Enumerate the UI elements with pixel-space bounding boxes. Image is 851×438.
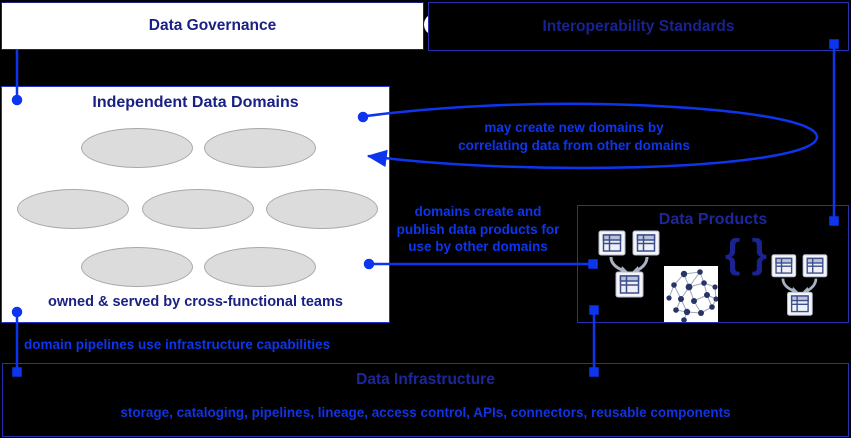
tables-merge-icon: [598, 230, 660, 298]
domain-ellipse: [142, 189, 254, 229]
data-governance-box: Data Governance: [1, 2, 424, 50]
domain-ellipse: [204, 247, 316, 287]
domain-ellipse: [266, 189, 378, 229]
independent-data-domains-title: Independent Data Domains: [92, 94, 299, 111]
publish-annotation-line3: use by other domains: [408, 239, 548, 254]
interoperability-standards-box: Interoperability Standards: [428, 2, 849, 51]
data-products-title: Data Products: [658, 211, 768, 228]
curly-braces-icon: { }: [724, 232, 768, 276]
pipelines-annotation: domain pipelines use infrastructure capa…: [24, 337, 331, 352]
standards-products-connector: [829, 39, 839, 226]
correlate-annotation: may create new domains by correlating da…: [444, 119, 704, 155]
infrastructure-capabilities: storage, cataloging, pipelines, lineage,…: [120, 405, 731, 420]
domain-ellipse: [17, 189, 129, 229]
tables-merge-icon: [771, 254, 828, 316]
publish-annotation-line2: publish data products for: [396, 221, 560, 237]
domain-ellipse: [81, 128, 193, 168]
correlate-annotation-line1: may create new domains by: [484, 120, 664, 135]
network-graph-icon: [664, 266, 718, 322]
publish-annotation-line1: domains create and: [414, 204, 542, 219]
domain-ellipse: [204, 128, 316, 168]
domains-products-connector: [363, 258, 598, 270]
data-governance-title: Data Governance: [148, 17, 277, 34]
publish-annotation: domains create and publish data products…: [368, 203, 588, 256]
domain-ellipse: [81, 247, 193, 287]
interoperability-standards-title: Interoperability Standards: [542, 18, 735, 35]
data-infrastructure-title: Data Infrastructure: [356, 371, 495, 388]
domains-caption: owned & served by cross-functional teams: [48, 294, 343, 310]
data-products-box: Data Products: [577, 205, 849, 323]
correlate-annotation-line2: correlating data from other domains: [458, 138, 690, 153]
independent-data-domains-box: Independent Data Domains owned & served …: [1, 86, 390, 323]
data-infrastructure-box: Data Infrastructure storage, cataloging,…: [2, 363, 849, 437]
